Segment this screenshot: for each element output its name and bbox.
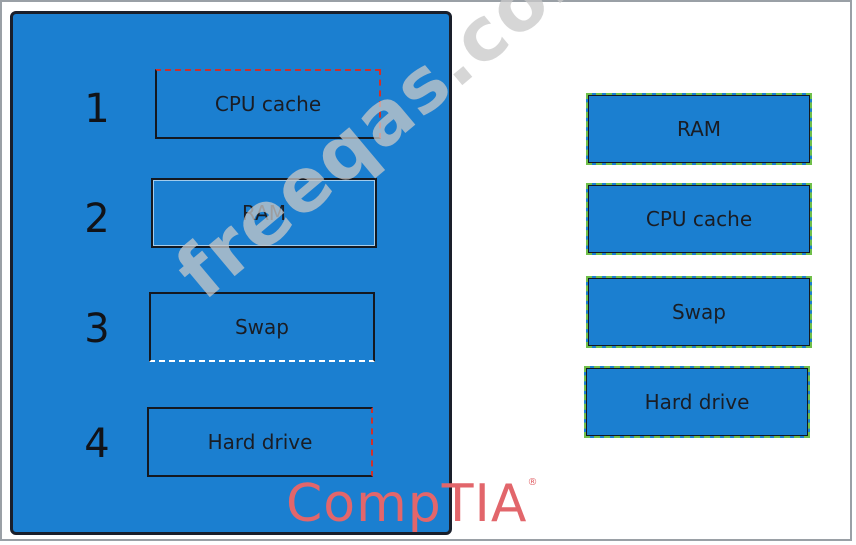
- slot-number-2: 2: [84, 196, 110, 242]
- drop-slot-1[interactable]: CPU cache: [155, 69, 381, 139]
- drop-slot-4[interactable]: Hard drive: [147, 407, 373, 477]
- draggable-option-ram[interactable]: RAM: [586, 93, 812, 165]
- slot-number-3: 3: [84, 306, 110, 352]
- drop-zone-panel: 1 CPU cache 2 RAM 3 Swap 4 Hard drive: [10, 11, 452, 535]
- draggable-option-hard-drive[interactable]: Hard drive: [584, 366, 810, 438]
- slot-number-1: 1: [84, 86, 110, 132]
- logo-text: CompTIA: [286, 474, 528, 534]
- draggable-option-cpu-cache[interactable]: CPU cache: [586, 183, 812, 255]
- draggable-option-swap[interactable]: Swap: [586, 276, 812, 348]
- drop-slot-2[interactable]: RAM: [151, 178, 377, 248]
- slot-number-4: 4: [84, 421, 110, 467]
- drop-slot-3[interactable]: Swap: [149, 292, 375, 362]
- logo-registered-mark: ®: [527, 477, 539, 488]
- comptia-logo: CompTIA®: [286, 477, 539, 531]
